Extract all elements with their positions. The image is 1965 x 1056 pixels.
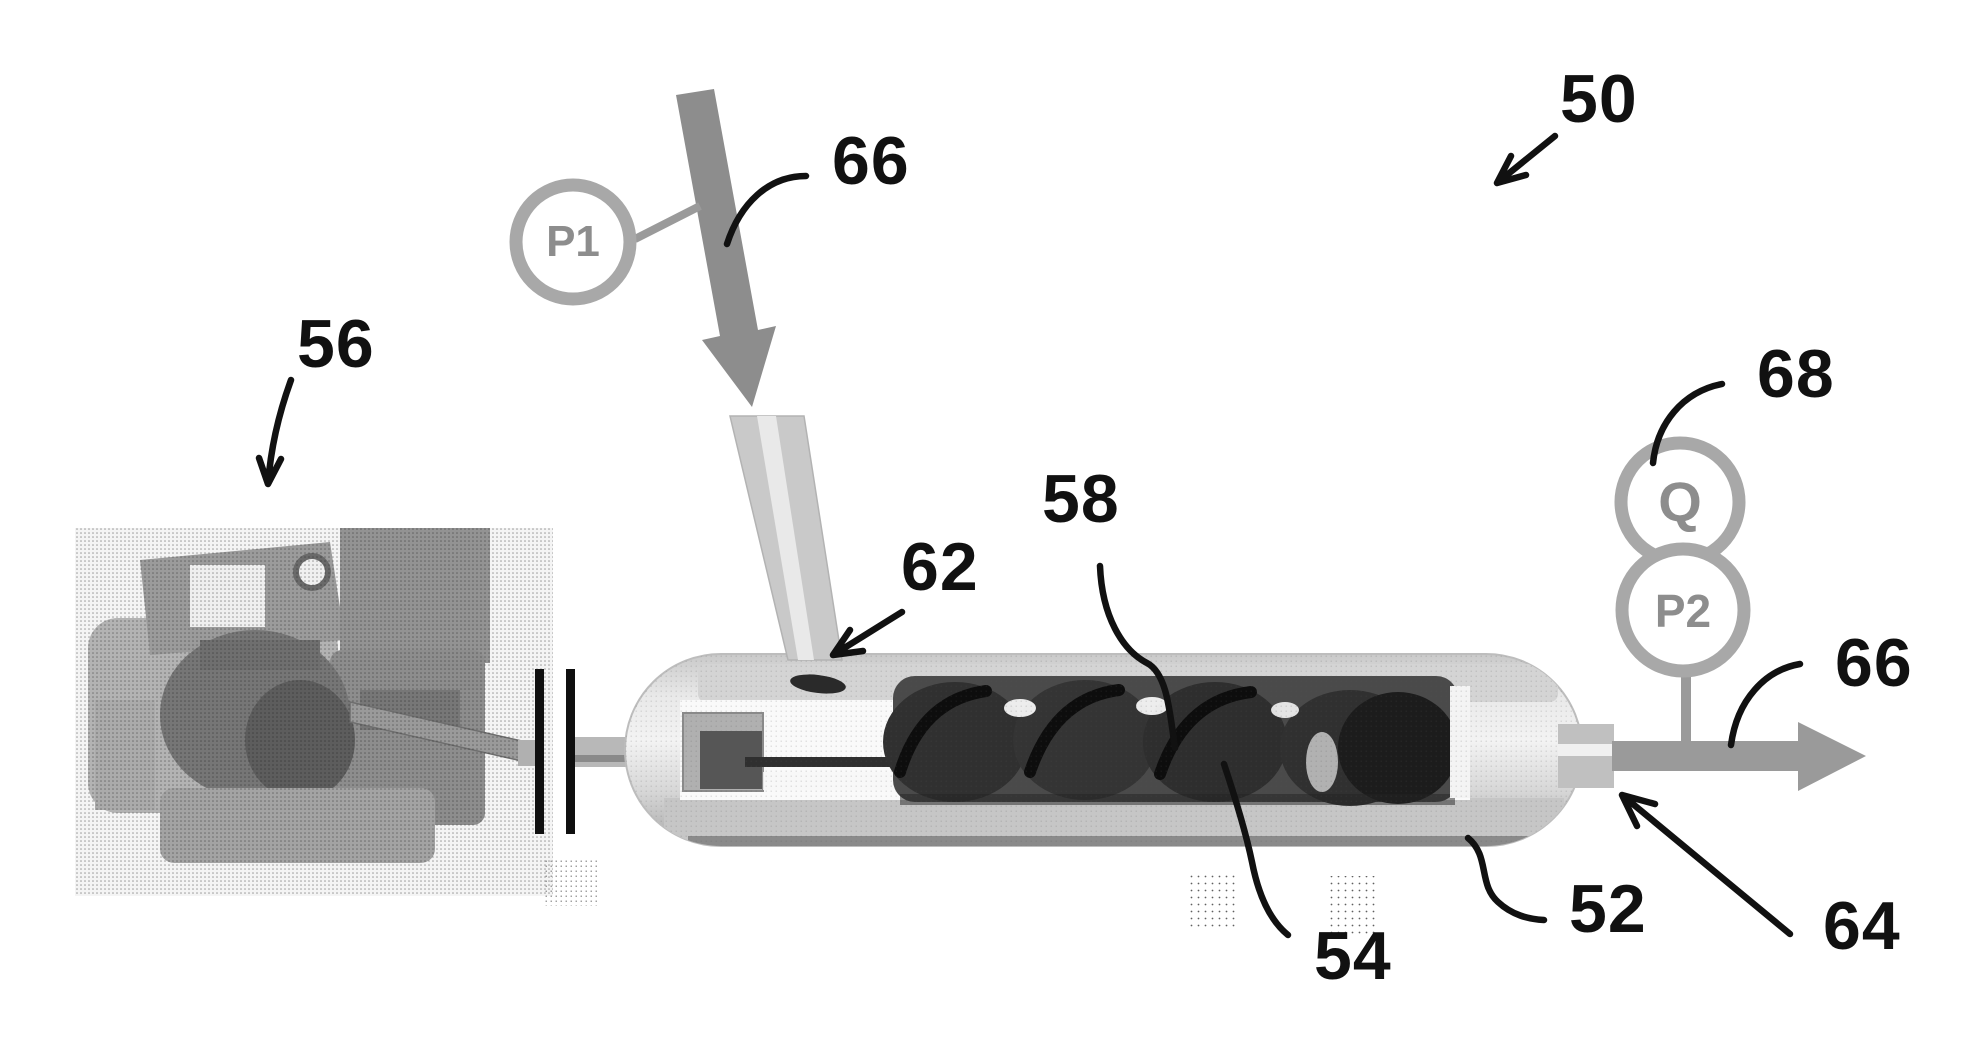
leader-58 bbox=[1096, 562, 1179, 752]
shaft-segment-left bbox=[518, 740, 538, 766]
leader-68 bbox=[1649, 380, 1726, 467]
gauge-p1-label: P1 bbox=[546, 217, 600, 266]
leader-66-feed bbox=[723, 172, 810, 248]
shadow-speckle-right bbox=[1330, 876, 1376, 934]
ref-label-56: 56 bbox=[297, 306, 375, 382]
shadow-speckle-left bbox=[1188, 873, 1236, 931]
feed-inlet-pipe bbox=[729, 415, 846, 694]
coupling-bar-left bbox=[535, 669, 544, 834]
gauge-p2-label: P2 bbox=[1654, 585, 1712, 637]
gauge-p2-circle bbox=[1615, 542, 1751, 678]
shaft-segment-right bbox=[575, 737, 627, 767]
arrow-62 bbox=[829, 608, 906, 659]
ref-label-50: 50 bbox=[1560, 61, 1638, 137]
vessel-body bbox=[624, 653, 1583, 847]
gauge-p2-stem bbox=[1681, 662, 1691, 744]
ref-label-54: 54 bbox=[1314, 918, 1392, 994]
outlet-flow-arrow bbox=[1612, 722, 1866, 791]
ref-label-66-feed: 66 bbox=[832, 123, 910, 199]
feed-opening bbox=[790, 674, 846, 694]
ref-label-66-out: 66 bbox=[1835, 625, 1913, 701]
gauge-p1-circle bbox=[509, 178, 637, 306]
gauge-q-label: Q bbox=[1658, 470, 1702, 533]
arrow-64 bbox=[1618, 791, 1794, 938]
arrow-56 bbox=[255, 376, 295, 488]
leader-54 bbox=[1220, 760, 1292, 939]
ref-label-52: 52 bbox=[1569, 871, 1647, 947]
feed-flow-arrow bbox=[676, 89, 776, 407]
ref-label-58: 58 bbox=[1042, 461, 1120, 537]
leader-52 bbox=[1464, 834, 1548, 924]
arrow-50 bbox=[1493, 132, 1559, 187]
leader-66-out bbox=[1727, 660, 1804, 749]
gauge-p1-connector bbox=[633, 202, 702, 243]
ref-label-68: 68 bbox=[1757, 336, 1835, 412]
ref-label-64: 64 bbox=[1823, 888, 1901, 964]
motor-image bbox=[75, 528, 597, 906]
coupling-bar-right bbox=[566, 669, 575, 834]
ref-label-62: 62 bbox=[901, 529, 979, 605]
